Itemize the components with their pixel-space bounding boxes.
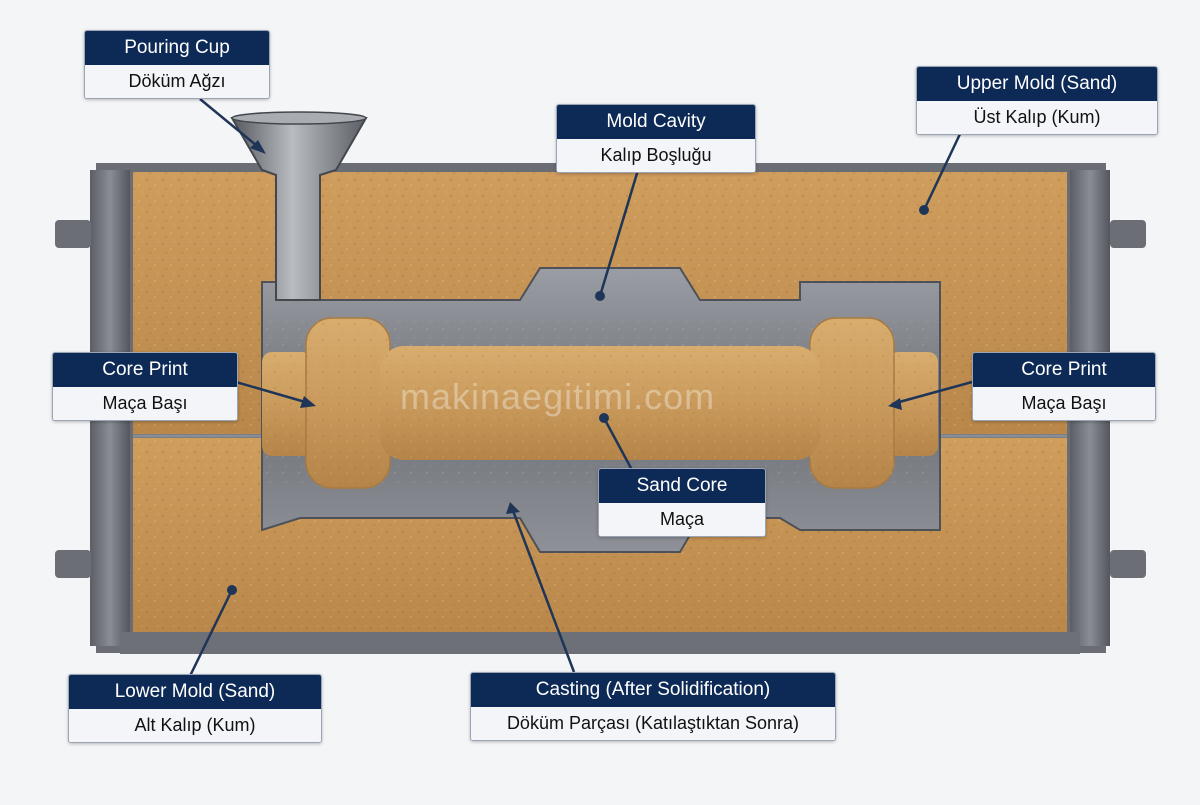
upper-mold-label-tr: Üst Kalıp (Kum) (917, 101, 1157, 134)
alignment-pin-icon (55, 550, 91, 578)
lower-mold-label-en: Lower Mold (Sand) (69, 675, 321, 709)
casting-label: Casting (After Solidification) Döküm Par… (470, 672, 836, 741)
alignment-pin-icon (1110, 220, 1146, 248)
casting-label-tr: Döküm Parçası (Katılaştıktan Sonra) (471, 707, 835, 740)
leader-lines (188, 98, 973, 677)
alignment-pin-icon (55, 220, 91, 248)
upper-mold-label-en: Upper Mold (Sand) (917, 67, 1157, 101)
core-print-left-label-tr: Maça Başı (53, 387, 237, 420)
pouring-cup-label-en: Pouring Cup (85, 31, 269, 65)
mold-cavity-label: Mold Cavity Kalıp Boşluğu (556, 104, 756, 173)
pouring-cup-label: Pouring Cup Döküm Ağzı (84, 30, 270, 99)
core-print-right-label: Core Print Maça Başı (972, 352, 1156, 421)
sand-core-label-en: Sand Core (599, 469, 765, 503)
sand-core-label-tr: Maça (599, 503, 765, 536)
casting-label-en: Casting (After Solidification) (471, 673, 835, 707)
core-print-left-label-en: Core Print (53, 353, 237, 387)
mold-cavity-label-tr: Kalıp Boşluğu (557, 139, 755, 172)
core-print-right-label-tr: Maça Başı (973, 387, 1155, 420)
pouring-cup-sprue (230, 117, 368, 301)
pouring-cup-label-tr: Döküm Ağzı (85, 65, 269, 98)
core-print-left-label: Core Print Maça Başı (52, 352, 238, 421)
sand-core-label: Sand Core Maça (598, 468, 766, 537)
leader-dots (227, 205, 929, 595)
alignment-pin-icon (1110, 550, 1146, 578)
core-print-right-label-en: Core Print (973, 353, 1155, 387)
flask-bottom-plate (120, 632, 1080, 654)
upper-mold-label: Upper Mold (Sand) Üst Kalıp (Kum) (916, 66, 1158, 135)
leader-arrowheads (250, 140, 902, 514)
lower-mold-label: Lower Mold (Sand) Alt Kalıp (Kum) (68, 674, 322, 743)
lower-mold-label-tr: Alt Kalıp (Kum) (69, 709, 321, 742)
mold-cavity-label-en: Mold Cavity (557, 105, 755, 139)
watermark-text: makinaegitimi.com (400, 376, 716, 417)
